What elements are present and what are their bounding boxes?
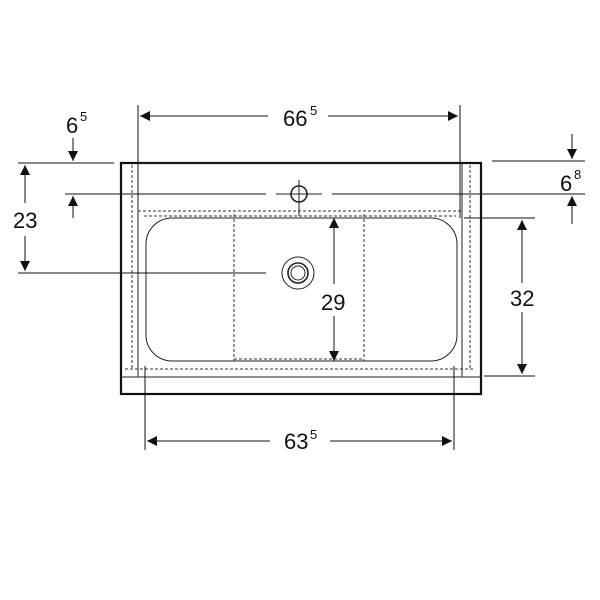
dim-right-top-offset-sup: 8 [574,167,581,182]
dim-right-top-offset-value: 6 [560,171,572,196]
dim-center-depth: 29 [321,218,345,361]
extension-lines [18,105,585,450]
dim-right-height-value: 32 [510,286,534,311]
tap-hole [276,180,322,216]
dim-right-top-offset: 6 8 [560,134,581,224]
dim-overall-width-value: 66 [283,106,307,131]
dim-overall-width: 66 5 [140,103,458,131]
dim-left-top-offset-sup: 5 [80,109,87,124]
dim-left-height-value: 23 [13,208,37,233]
dim-inner-width-value: 63 [284,429,308,454]
dim-left-height: 23 [13,165,37,271]
basin-bowl [145,214,458,362]
dim-left-top-offset-value: 6 [66,113,78,138]
dim-left-top-offset: 6 5 [66,109,87,218]
drain [281,256,315,290]
dim-overall-width-sup: 5 [310,103,317,118]
dim-inner-width: 63 5 [147,427,452,454]
dim-inner-width-sup: 5 [310,427,317,442]
dim-center-depth-value: 29 [321,290,345,315]
basin-outline [119,161,483,396]
dim-right-height: 32 [510,220,534,374]
